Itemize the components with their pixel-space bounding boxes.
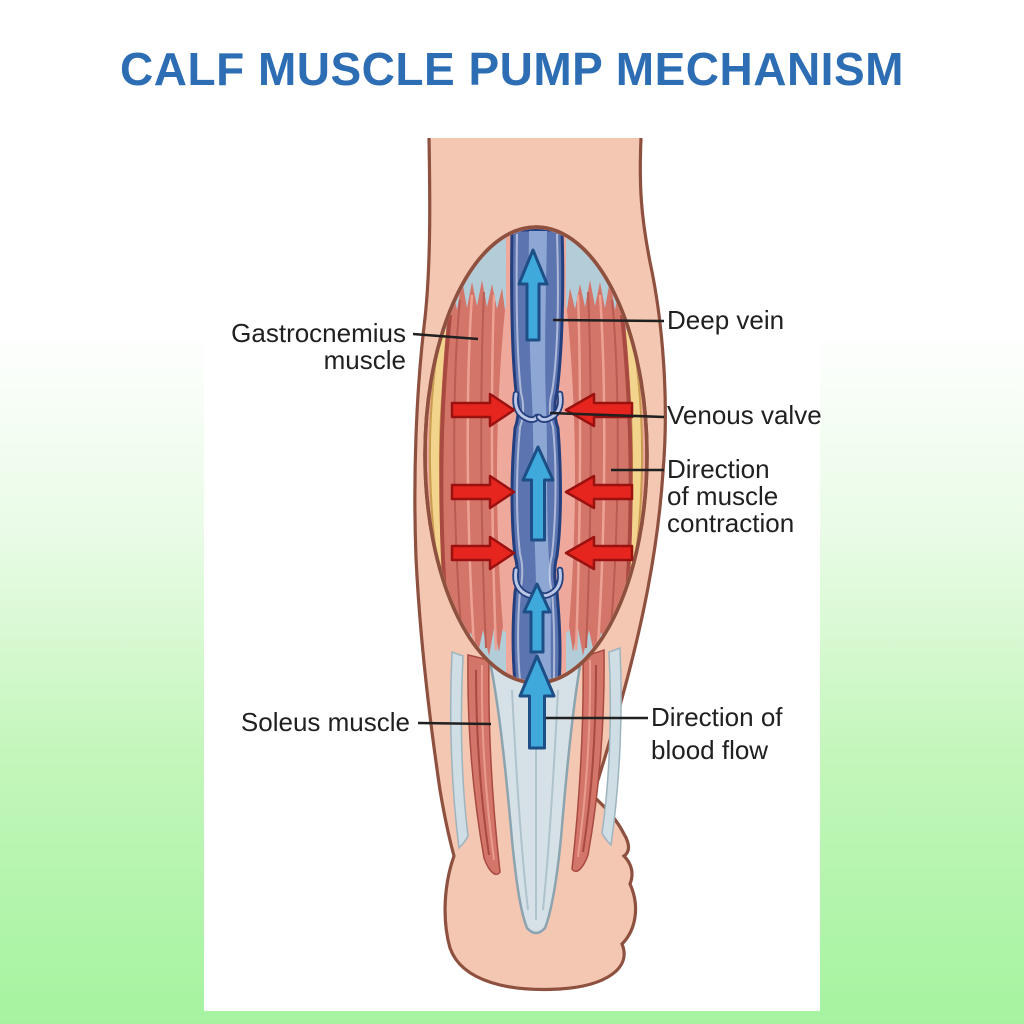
leader-venous-valve bbox=[549, 411, 665, 419]
blood-flow-arrows bbox=[517, 248, 556, 750]
red-arrow-left-2 bbox=[450, 474, 516, 510]
blue-arrow-middle bbox=[521, 445, 555, 542]
red-arrow-left-1 bbox=[450, 392, 516, 428]
label-soleus-muscle: Soleus muscle bbox=[240, 707, 410, 737]
blue-arrow-lower bbox=[522, 582, 552, 654]
blue-arrow-top bbox=[517, 248, 549, 342]
leader-lines bbox=[412, 318, 665, 726]
muscle-contraction-arrows bbox=[450, 392, 634, 571]
venous-valve-upper bbox=[512, 390, 564, 423]
label-direction-of-muscle-contraction: Direction of muscle contraction bbox=[667, 454, 795, 538]
tendon-sheet-right bbox=[601, 646, 622, 847]
label-direction-of-blood-flow: Direction of blood flow bbox=[651, 702, 783, 765]
red-arrow-right-2 bbox=[564, 474, 634, 510]
leader-soleus bbox=[417, 721, 492, 726]
label-venous-valve: Venous valve bbox=[667, 400, 822, 430]
red-arrow-right-1 bbox=[564, 392, 634, 428]
lower-leg-structures bbox=[449, 646, 622, 935]
label-deep-vein: Deep vein bbox=[667, 305, 785, 335]
blue-arrow-tendon bbox=[518, 654, 556, 750]
label-gastrocnemius-muscle: Gastrocnemius muscle bbox=[231, 318, 406, 375]
red-arrow-left-3 bbox=[450, 535, 516, 571]
red-arrow-right-3 bbox=[564, 535, 634, 571]
diagram-title: CALF MUSCLE PUMP MECHANISM bbox=[120, 43, 904, 95]
leader-deep-vein bbox=[552, 318, 665, 323]
leader-gastrocnemius bbox=[412, 332, 479, 341]
